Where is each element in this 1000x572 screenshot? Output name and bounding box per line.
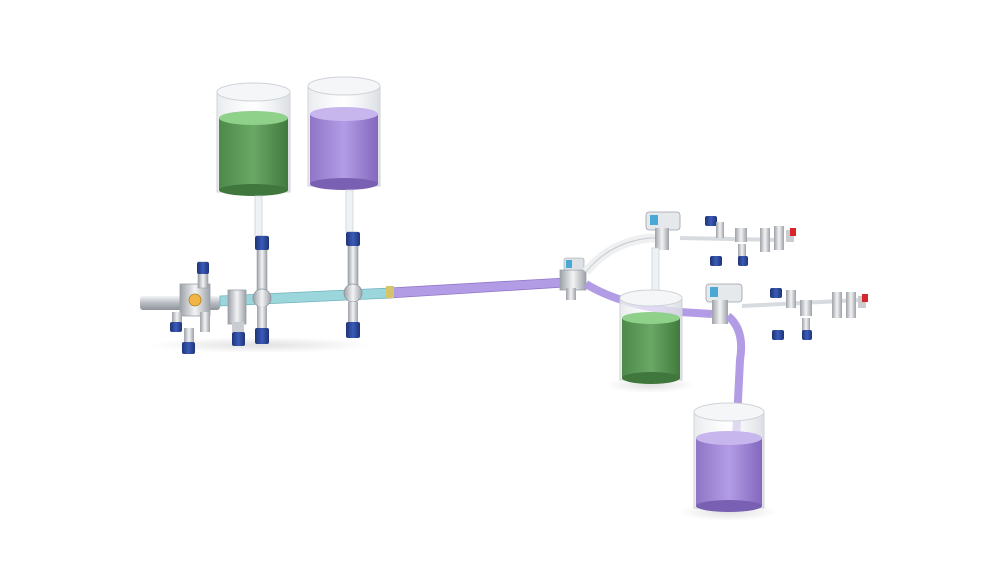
- manifold-valve-cluster: [170, 231, 363, 354]
- actuator-icon: [802, 330, 812, 340]
- purple-drop-pipe: [725, 312, 746, 441]
- valve-icon: [252, 288, 272, 308]
- actuator-icon: [197, 262, 209, 274]
- valve-icon: [188, 293, 202, 307]
- lower-branch-actuator: [705, 283, 868, 340]
- actuator-icon: [705, 216, 717, 226]
- actuator-icon: [255, 236, 269, 250]
- upper-branch-pipe: [582, 233, 660, 275]
- purple-main-pipe: [389, 277, 566, 299]
- pipe-coupling: [386, 286, 394, 298]
- actuator-icon: [255, 328, 269, 344]
- shadow: [150, 337, 370, 353]
- actuator-icon: [710, 256, 722, 266]
- green-receiving-tank: [619, 289, 683, 384]
- green-source-tank: [216, 82, 291, 237]
- actuator-icon: [346, 322, 360, 338]
- splitter-valve: [559, 257, 587, 300]
- purple-source-tank: [307, 76, 381, 233]
- actuator-icon: [738, 256, 748, 266]
- actuator-icon: [772, 330, 784, 340]
- actuator-icon: [346, 232, 360, 246]
- red-cap-icon: [790, 228, 796, 236]
- actuator-icon: [182, 342, 195, 354]
- red-cap-icon: [862, 294, 868, 302]
- valve-icon: [343, 283, 363, 303]
- upper-branch-pipe-edge: [585, 237, 660, 273]
- upper-branch-actuator: [645, 211, 796, 293]
- actuator-icon: [170, 322, 182, 332]
- actuator-icon: [232, 332, 245, 346]
- actuator-icon: [770, 288, 782, 298]
- purple-receiving-tank: [693, 402, 765, 512]
